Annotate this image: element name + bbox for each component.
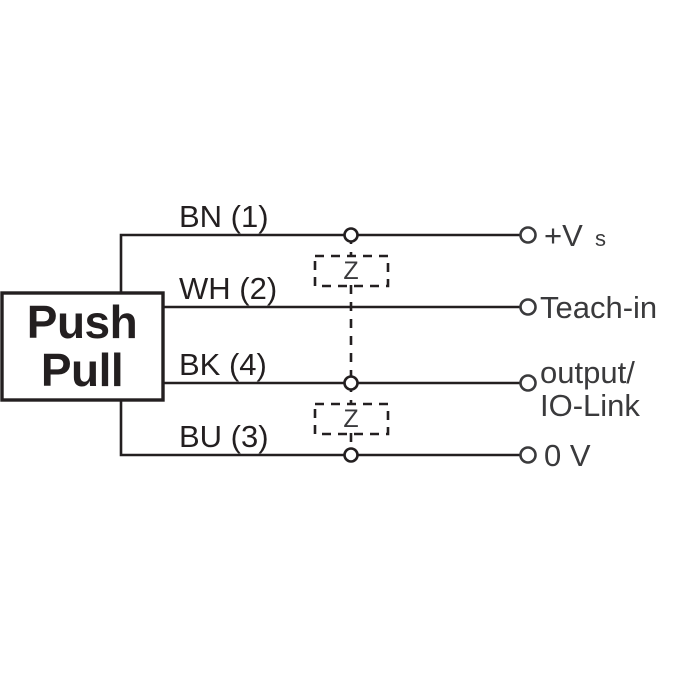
- wire-bn-path: [119, 233, 523, 295]
- wire-bu: [119, 398, 523, 457]
- device-label-line2: Pull: [41, 344, 123, 396]
- device-label-line1: Push: [27, 296, 137, 348]
- terminal-ring-vs[interactable]: [519, 226, 537, 244]
- terminal-label-teach-in: Teach-in: [540, 290, 657, 325]
- terminal-label-vs-group: +V s: [544, 218, 606, 253]
- device-push-pull: Push Pull: [0, 291, 165, 402]
- zener-lower-label: Z: [343, 405, 358, 433]
- wire-label-bn: BN (1): [179, 199, 269, 234]
- device-box-outline: [0, 291, 165, 402]
- terminal-label-vs-subscript: s: [595, 226, 606, 251]
- zener-upper-label: Z: [343, 257, 358, 285]
- wire-label-bu: BU (3): [179, 419, 269, 454]
- terminal-label-output-group: output/ IO-Link: [540, 355, 640, 423]
- wire-bu-path: [119, 398, 523, 457]
- junction-bn: [343, 227, 359, 243]
- terminal-ring-output-iolink[interactable]: [519, 374, 537, 392]
- terminal-label-vs: +V: [544, 218, 583, 253]
- terminal-ring-0v[interactable]: [519, 446, 537, 464]
- wire-label-bk: BK (4): [179, 347, 267, 382]
- zener-upper-outline: [313, 254, 390, 288]
- terminal-label-iolink: IO-Link: [540, 388, 640, 423]
- junction-bu: [343, 447, 359, 463]
- terminal-ring-teach-in[interactable]: [519, 298, 537, 316]
- wire-label-wh: WH (2): [179, 271, 277, 306]
- junction-bk: [343, 375, 359, 391]
- zener-lower: Z: [313, 402, 390, 436]
- terminal-label-output: output/: [540, 355, 635, 390]
- zener-lower-outline: [313, 402, 390, 436]
- wire-bn: [119, 233, 523, 295]
- terminal-label-0v: 0 V: [544, 438, 591, 473]
- zener-upper: Z: [313, 254, 390, 288]
